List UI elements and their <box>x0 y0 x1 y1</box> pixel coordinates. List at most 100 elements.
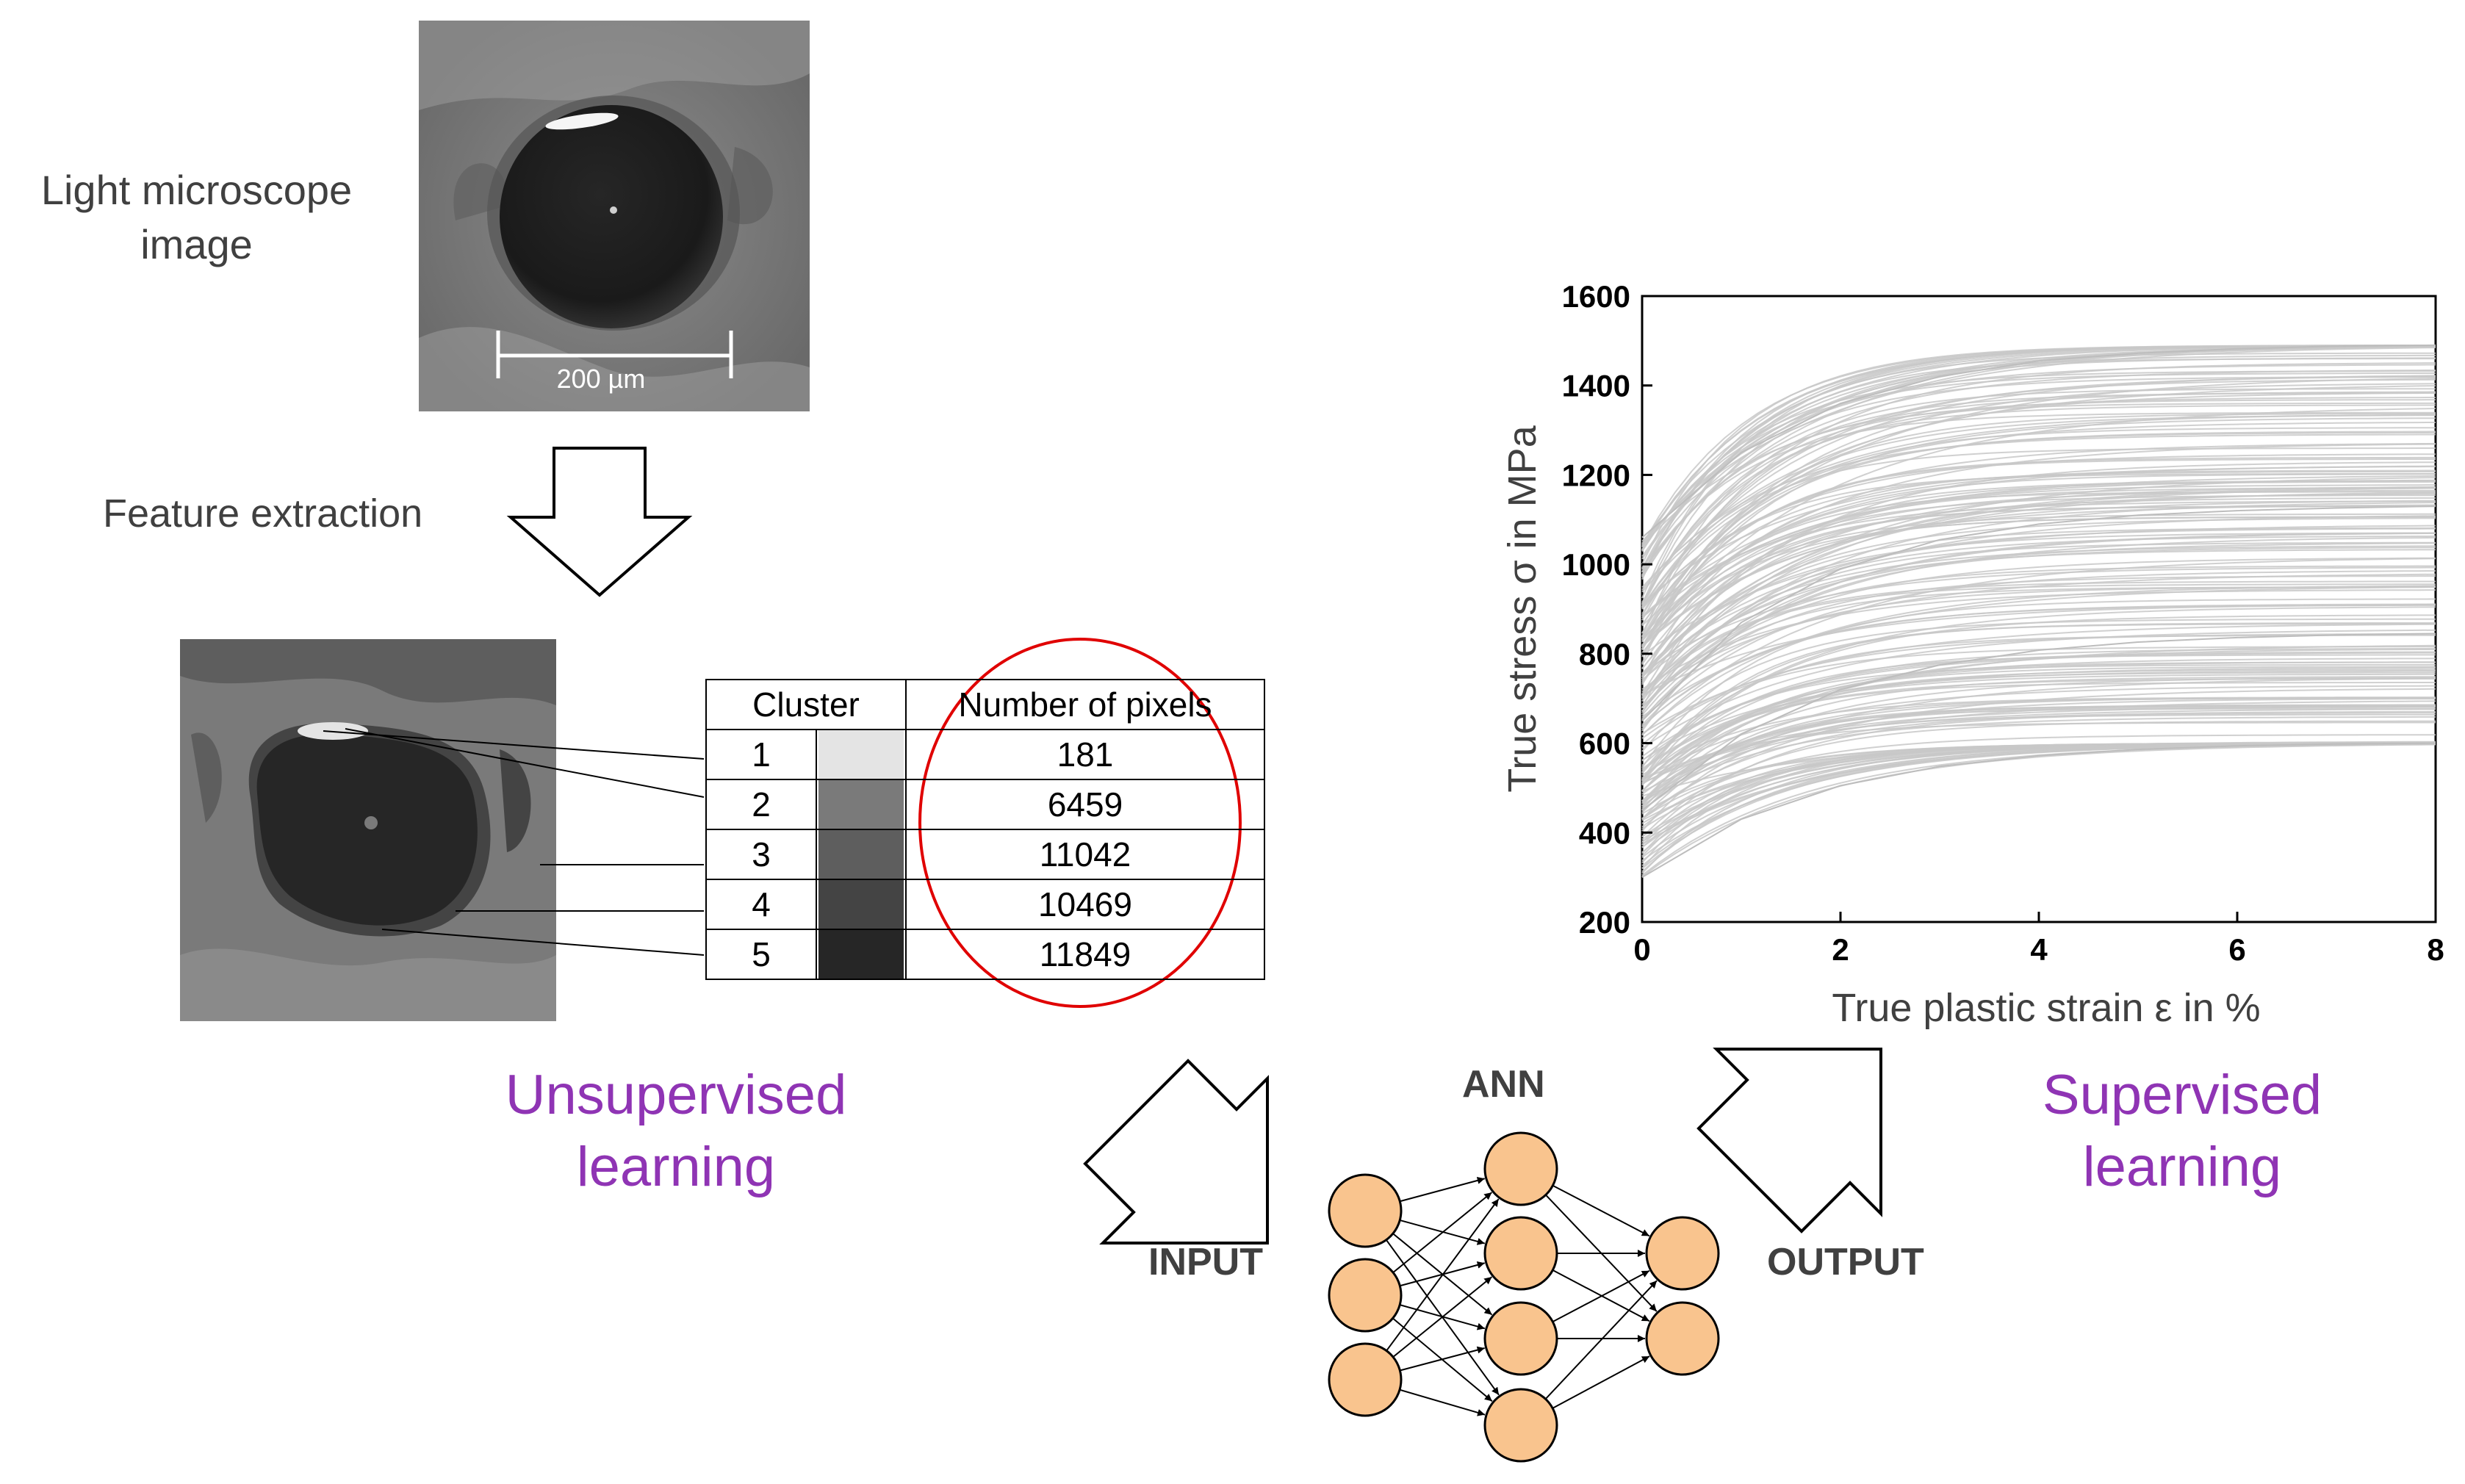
flow-curve <box>1641 604 2436 696</box>
table-row: 5 11849 <box>705 929 1265 980</box>
pixels-header: Number of pixels <box>905 679 1265 730</box>
micrograph-label-line2: image <box>140 221 253 267</box>
flow-curve <box>1641 685 2436 781</box>
ann-neuron <box>1645 1216 1720 1291</box>
flow-curve <box>1641 453 2436 610</box>
cluster-id: 1 <box>705 729 817 780</box>
flow-curve <box>1641 517 2436 676</box>
ann-connection <box>1392 1192 1493 1273</box>
flow-curve <box>1641 411 2436 572</box>
flow-curve <box>1641 472 2436 626</box>
flow-curve <box>1641 532 2436 674</box>
flow-curve <box>1641 623 2436 735</box>
ann-connection <box>1386 1198 1500 1352</box>
supervised-line1: Supervised <box>2042 1064 2322 1126</box>
cluster-header: Cluster <box>705 679 907 730</box>
ann-neuron <box>1328 1258 1403 1333</box>
flow-curve <box>1641 525 2436 657</box>
flow-curve <box>1641 666 2436 786</box>
ann-connection <box>1552 1269 1650 1323</box>
x-tick-label: 6 <box>2228 932 2245 967</box>
table-row: 3 11042 <box>705 829 1265 880</box>
flow-curve <box>1641 372 2436 551</box>
flow-curve <box>1641 479 2436 627</box>
output-arrow <box>1696 1048 1882 1233</box>
flow-curve <box>1641 677 2436 771</box>
flow-curve <box>1641 734 2436 828</box>
ann-network <box>1328 1131 1720 1463</box>
flow-curve <box>1641 742 2436 878</box>
flow-curve <box>1641 557 2436 708</box>
ann-neuron <box>1328 1342 1403 1417</box>
flow-curve <box>1641 586 2436 719</box>
flow-curve <box>1641 704 2436 802</box>
pixel-count: 6459 <box>905 779 1265 830</box>
pixel-count: 181 <box>905 729 1265 780</box>
flow-curve <box>1641 402 2436 578</box>
flow-curve <box>1641 667 2436 792</box>
flow-curve <box>1641 633 2436 811</box>
flow-curve <box>1641 706 2436 832</box>
flow-curve <box>1641 673 2436 770</box>
flow-curve <box>1641 542 2436 681</box>
y-tick-label: 400 <box>1579 815 1630 850</box>
ann-connection <box>1400 1177 1486 1203</box>
input-arrow <box>1083 1059 1269 1245</box>
ann-neuron <box>1483 1388 1558 1463</box>
flow-curve <box>1641 486 2436 654</box>
y-tick-label: 1400 <box>1562 369 1630 403</box>
unsupervised-learning-label: Unsupervised learning <box>441 1059 911 1203</box>
ann-neuron <box>1328 1173 1403 1248</box>
unsupervised-line1: Unsupervised <box>505 1064 847 1126</box>
x-tick-label: 0 <box>1633 932 1650 967</box>
flow-curve <box>1641 392 2436 608</box>
ann-connection <box>1392 1276 1493 1358</box>
chart-xlabel: True plastic strain ε in % <box>1832 986 2260 1030</box>
flow-curve <box>1641 513 2436 647</box>
micrograph-label: Light microscope image <box>0 163 393 272</box>
swatch-fill <box>818 730 904 779</box>
flow-curve <box>1641 500 2436 647</box>
flow-curve <box>1641 566 2436 675</box>
flow-curve <box>1641 629 2436 749</box>
flow-curve <box>1641 345 2436 580</box>
cluster-table: Cluster Number of pixels 1 181 2 6459 3 … <box>705 679 1265 980</box>
micrograph-label-line1: Light microscope <box>40 167 353 213</box>
cluster-id: 5 <box>705 929 817 980</box>
cluster-swatch <box>816 929 907 980</box>
flow-curve <box>1641 580 2436 693</box>
flow-curve <box>1641 710 2436 819</box>
flow-curve <box>1641 547 2436 732</box>
flow-curve <box>1641 397 2436 603</box>
y-tick-label: 600 <box>1579 727 1630 761</box>
y-tick-label: 1000 <box>1562 547 1630 582</box>
flow-curve <box>1641 502 2436 705</box>
input-label: INPUT <box>1148 1241 1263 1283</box>
ann-neuron <box>1645 1301 1720 1376</box>
flow-curve <box>1641 716 2436 803</box>
output-label: OUTPUT <box>1767 1241 1924 1283</box>
ann-neuron <box>1483 1216 1558 1291</box>
cluster-id: 4 <box>705 879 817 930</box>
flow-curve <box>1641 661 2436 785</box>
flow-curve <box>1641 461 2436 695</box>
y-tick-label: 200 <box>1579 905 1630 940</box>
swatch-fill <box>818 880 904 929</box>
cluster-id: 3 <box>705 829 817 880</box>
scale-bar-label: 200 µm <box>557 364 646 394</box>
table-row: 4 10469 <box>705 879 1265 930</box>
flow-curve <box>1641 465 2436 619</box>
flow-curve <box>1641 651 2436 762</box>
flow-curve <box>1641 431 2436 643</box>
unsupervised-line2: learning <box>576 1136 776 1198</box>
pixel-count: 11042 <box>905 829 1265 880</box>
flow-curve <box>1641 404 2436 605</box>
flow-curve <box>1641 586 2436 718</box>
flow-curve <box>1641 417 2436 650</box>
ann-connection <box>1399 1388 1486 1416</box>
y-tick-label: 1200 <box>1562 458 1630 492</box>
supervised-line2: learning <box>2082 1136 2282 1198</box>
